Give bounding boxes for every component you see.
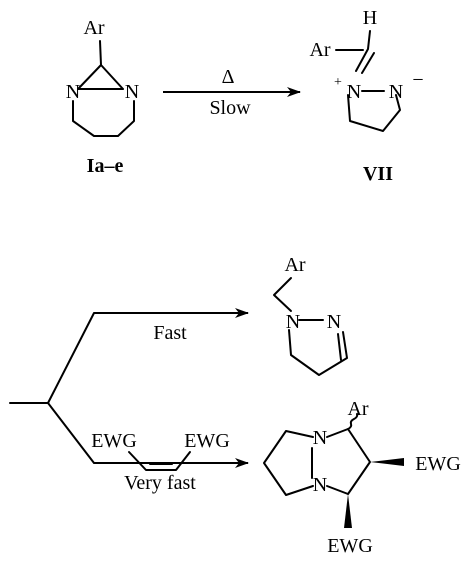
bicyclic-n-bottom: N [313, 474, 327, 496]
very-fast-label: Very fast [124, 472, 196, 494]
aryl-wavy-bond [347, 413, 359, 430]
reactant-n-right: N [125, 81, 139, 103]
dipolarophile: EWG EWG [91, 430, 230, 471]
slow-label: Slow [209, 97, 251, 119]
pyrazoline-aryl-label: Ar [284, 254, 305, 276]
reactant-ia-e: Ar N N Ia–e [66, 17, 139, 177]
pyrazoline-n2: N [327, 311, 341, 333]
ewg-wedge-side [370, 458, 404, 466]
ylide-n-plus: N [347, 81, 361, 103]
ylide-minus-sign: − [412, 69, 423, 91]
thermal-arrow: Δ Slow [163, 66, 301, 119]
reactant-ring-bonds [72, 40, 135, 137]
reactant-compound-label: Ia–e [87, 155, 124, 177]
lower-branch-line [47, 402, 95, 464]
alkene-ewg-right: EWG [184, 430, 230, 452]
branch-lines: Fast Very fast [9, 308, 249, 494]
alkene-bonds [128, 451, 191, 471]
ylide-bonds [335, 30, 401, 132]
ylide-n-minus: N [389, 81, 403, 103]
reactant-n-left: N [66, 81, 80, 103]
bicyclic-n-top: N [313, 427, 327, 449]
bicyclic-ewg-bottom: EWG [327, 535, 373, 557]
fast-label: Fast [153, 322, 187, 344]
ylide-vii: H Ar + N N − VII [309, 7, 423, 185]
ylide-h-label: H [363, 7, 377, 29]
ylide-plus-sign: + [334, 75, 342, 90]
pyrazoline-bonds [273, 277, 348, 376]
ewg-wedge-bottom [344, 494, 352, 528]
alkene-ewg-left: EWG [91, 430, 137, 452]
reactant-aryl-label: Ar [83, 17, 104, 39]
bicyclic-ring-bonds [263, 428, 371, 496]
bicyclic-ewg-side: EWG [415, 453, 461, 475]
upper-branch-line [47, 312, 95, 404]
pyrazoline-n1: N [286, 311, 300, 333]
bicyclic-aryl-label: Ar [347, 398, 368, 420]
ylide-compound-label: VII [363, 163, 393, 185]
ylide-aryl-label: Ar [309, 39, 330, 61]
pyrazoline-product: Ar N N [273, 254, 348, 376]
heat-label: Δ [222, 66, 235, 88]
bicyclic-product: Ar N N EWG EWG [263, 398, 461, 557]
